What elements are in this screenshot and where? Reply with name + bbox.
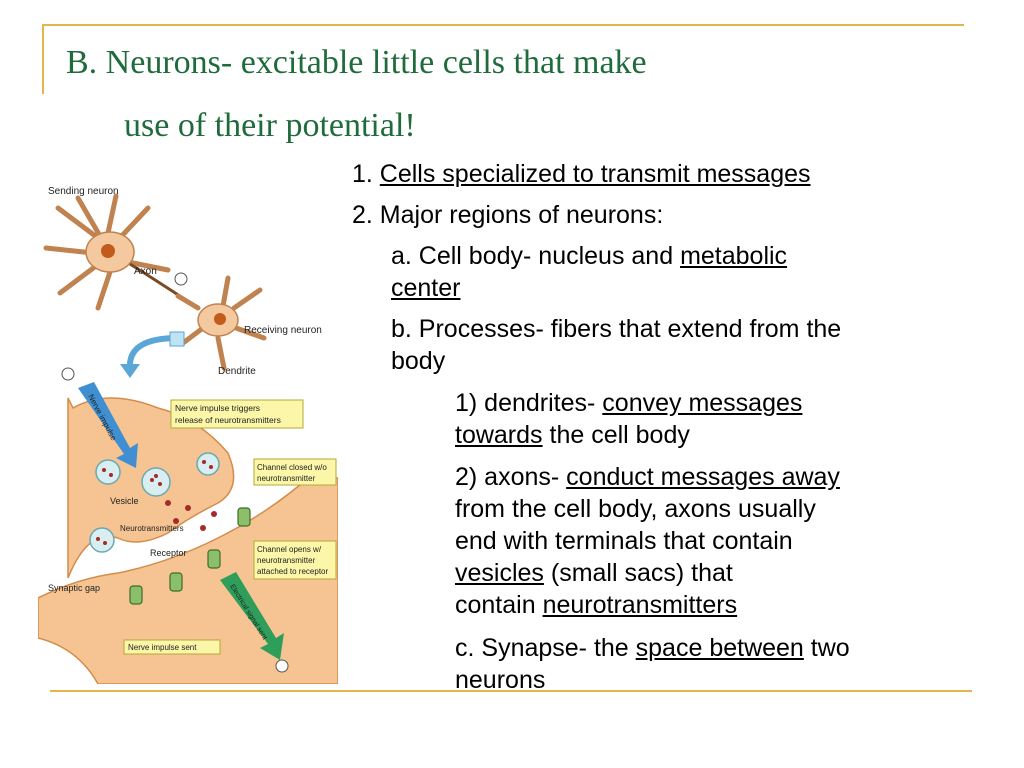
label-neurotransmitters: Neurotransmitters [120, 524, 184, 533]
axons-neurotransmitters: neurotransmitters [542, 591, 738, 619]
axons-line5: contain neurotransmitters [455, 589, 737, 621]
axons-line3: end with terminals that contain [455, 527, 793, 555]
callout-nerve-impulse-triggers: Nerve impulse triggers release of neurot… [170, 399, 304, 429]
axons-line4-suffix: (small sacs) that [543, 559, 733, 587]
impulse-symbols [61, 272, 289, 673]
dendrites-underline1: convey messages [602, 389, 803, 417]
label-vesicle: Vesicle [110, 496, 139, 506]
callout-channel-closed: Channel closed w/o neurotransmitter [253, 458, 337, 486]
dendrites-suffix: the cell body [542, 421, 690, 449]
slide-title-line2: use of their potential! [124, 107, 416, 144]
zoom-arrow [126, 335, 179, 369]
synapse-prefix: c. Synapse- the [455, 634, 636, 662]
subitem-a-underline1: metabolic [680, 242, 788, 270]
synapse-underline: space between [635, 634, 804, 662]
callout-impulse-sent-text: Nerve impulse sent [128, 643, 197, 652]
item-2: 2. Major regions of neurons: [352, 201, 664, 229]
callout-closed-line2: neurotransmitter [257, 474, 316, 483]
synapse-line1: c. Synapse- the space between two [455, 632, 850, 664]
subitem-b-line2: body [391, 347, 446, 375]
callout-nerve-impulse-sent: Nerve impulse sent [123, 639, 221, 655]
label-synaptic-gap: Synaptic gap [48, 583, 100, 593]
vesicles [89, 452, 220, 553]
receiving-neuron-nucleus [214, 313, 226, 325]
nerve-impulse-arrow [78, 382, 138, 468]
axons-line5-prefix: contain [455, 591, 543, 619]
callout-channel-opens: Channel opens w/ neurotransmitter attach… [253, 540, 337, 580]
axons-vesicles: vesicles [455, 559, 544, 587]
label-sending-neuron: Sending neuron [48, 186, 119, 197]
dendrites-line1: 1) dendrites- convey messages [455, 387, 802, 419]
callout-closed-line1: Channel closed w/o [257, 463, 327, 472]
synapse-suffix: two [803, 634, 850, 662]
left-rule [42, 24, 44, 94]
callout-opens-line1: Channel opens w/ [257, 545, 322, 554]
axons-line4: vesicles (small sacs) that [455, 557, 733, 589]
callout-triggers-line1: Nerve impulse triggers [175, 403, 260, 413]
vesicle-contents [96, 460, 217, 545]
item-1-prefix: 1. [352, 160, 380, 188]
callout-opens-line2: neurotransmitter [257, 556, 316, 565]
neuron-synapse-diagram: Sending neuron Axon Receiving neuron Den… [38, 186, 338, 684]
synapse-line2: neurons [455, 666, 546, 694]
sending-neuron-nucleus [101, 244, 115, 258]
dendrites-line2: towards the cell body [455, 419, 690, 451]
callout-triggers-line2: release of neurotransmitters [175, 415, 281, 425]
axons-line1: 2) axons- conduct messages away [455, 461, 840, 493]
dendrites-prefix: 1) dendrites- [455, 389, 603, 417]
item-1-text: Cells specialized to transmit messages [379, 160, 811, 188]
subitem-a-line1: a. Cell body- nucleus and metabolic [391, 240, 787, 272]
top-rule [42, 24, 964, 26]
label-dendrite: Dendrite [218, 366, 256, 377]
subitem-a-underline2: center [391, 274, 461, 302]
callout-opens-line3: attached to receptor [257, 567, 328, 576]
axons-line2: from the cell body, axons usually [455, 495, 816, 523]
subitem-a-line2: center [391, 272, 460, 304]
subitem-b-line1: b. Processes- fibers that extend from th… [391, 315, 842, 343]
label-receiving-neuron: Receiving neuron [244, 325, 322, 336]
item-1: 1. Cells specialized to transmit message… [352, 158, 811, 190]
zoom-arrow-head [120, 364, 140, 378]
axons-prefix: 2) axons- [455, 463, 567, 491]
receptor-channels [129, 507, 251, 605]
electrical-signal-arrow [220, 572, 284, 660]
bottom-rule [50, 690, 972, 692]
label-axon: Axon [134, 266, 157, 277]
slide-title-line1: B. Neurons- excitable little cells that … [66, 44, 647, 81]
subitem-a-text: a. Cell body- nucleus and [391, 242, 681, 270]
zoom-square [169, 331, 185, 347]
label-receptor: Receptor [150, 548, 187, 558]
axons-underline: conduct messages away [566, 463, 840, 491]
dendrites-underline2: towards [455, 421, 543, 449]
